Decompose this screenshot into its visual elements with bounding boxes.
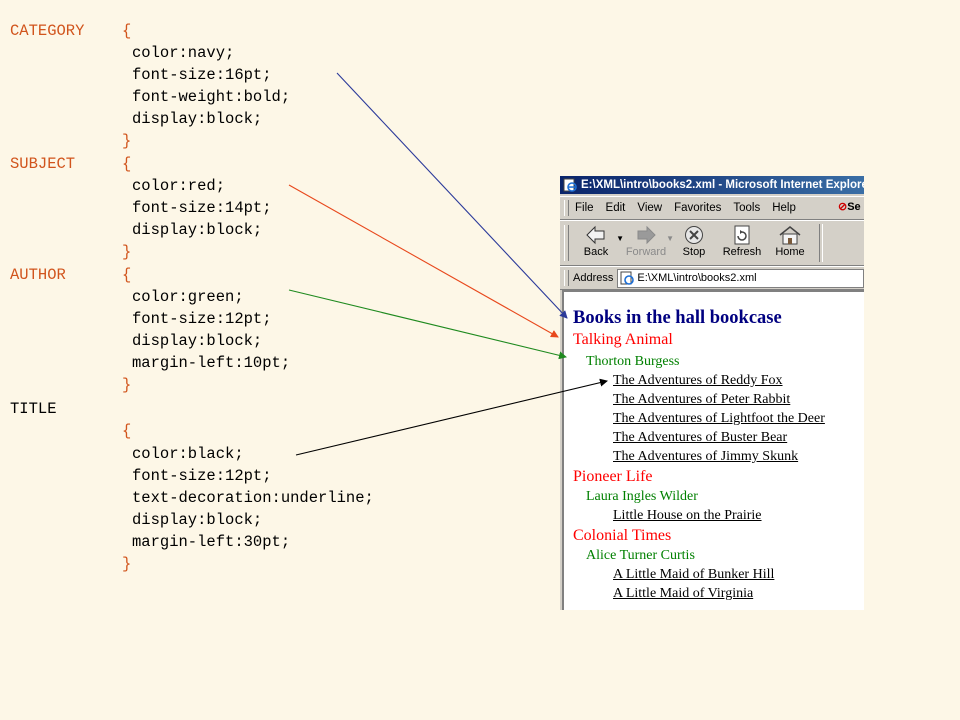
author-name: Thorton Burgess [586,354,680,369]
css-line: CATEGORY [10,20,84,42]
book-title: A Little Maid of Bunker Hill [613,567,775,582]
toolbar-grip[interactable] [564,225,569,261]
book-title: The Adventures of Jimmy Skunk [613,449,799,464]
home-icon [779,226,801,245]
declaration: color:black; [132,445,244,463]
menu-favorites[interactable]: Favorites [674,202,722,214]
selector-author: AUTHOR [10,266,66,284]
selector-title: TITLE [10,400,57,418]
brace: } [122,555,132,573]
declaration: color:red; [132,177,226,195]
back-button[interactable]: Back ▼ [575,221,624,258]
menu-grip[interactable] [564,200,569,216]
css-line: TITLE [10,398,57,420]
ie-page-icon [563,178,577,192]
declaration: font-size:14pt; [132,199,272,217]
search-button[interactable]: ⊘Se [838,200,864,216]
menu-edit[interactable]: Edit [605,202,626,214]
stop-icon [685,226,703,244]
css-line: SUBJECT [10,153,75,175]
forward-arrow-icon [637,225,656,245]
back-label: Back [583,246,609,258]
home-button[interactable]: Home [769,221,811,258]
refresh-icon [734,225,750,245]
address-bar: Address E:\XML\intro\books2.xml [560,266,864,290]
declaration: font-size:12pt; [132,467,272,485]
brace: { [122,266,132,284]
brace: { [122,422,132,440]
selector-category: CATEGORY [10,22,85,40]
address-label: Address [573,272,614,284]
page-icon [620,271,635,285]
brace: { [122,22,132,40]
menu-help[interactable]: Help [772,202,796,214]
book-title: The Adventures of Lightfoot the Deer [613,411,825,426]
toolbar-separator [819,224,823,262]
book-title: A Little Maid of Virginia [613,586,754,601]
subject-heading: Colonial Times [573,527,672,544]
forward-dropdown-icon[interactable]: ▼ [666,234,674,243]
author-name: Laura Ingles Wilder [586,489,698,504]
brace: { [122,155,132,173]
stop-button[interactable]: Stop [673,221,715,258]
document-viewport[interactable]: Books in the hall bookcase Talking Anima… [562,290,864,610]
brace: } [122,132,132,150]
back-dropdown-icon[interactable]: ▼ [616,234,624,243]
book-title: The Adventures of Buster Bear [613,430,788,445]
css-line: AUTHOR [10,264,66,286]
window-titlebar[interactable]: E:\XML\intro\books2.xml - Microsoft Inte… [560,176,864,194]
declaration: margin-left:10pt; [132,354,291,372]
book-title: The Adventures of Reddy Fox [613,373,783,388]
declaration: display:block; [132,511,263,529]
declaration: text-decoration:underline; [132,489,374,507]
address-input[interactable]: E:\XML\intro\books2.xml [617,268,864,288]
declaration: color:navy; [132,44,235,62]
search-label: Se [847,201,861,213]
window-title: E:\XML\intro\books2.xml - Microsoft Inte… [581,179,864,191]
category-heading: Books in the hall bookcase [573,308,782,328]
declaration: font-weight:bold; [132,88,291,106]
refresh-button[interactable]: Refresh [721,221,763,258]
menu-tools[interactable]: Tools [733,202,761,214]
selector-subject: SUBJECT [10,155,76,173]
address-value: E:\XML\intro\books2.xml [637,272,757,284]
back-arrow-icon [586,225,605,245]
address-grip[interactable] [564,270,569,286]
declaration: margin-left:30pt; [132,533,291,551]
arrow-author [288,289,567,360]
book-title: The Adventures of Peter Rabbit [613,392,791,407]
declaration: display:block; [132,110,263,128]
forward-label: Forward [625,246,667,258]
standard-toolbar: Back ▼ Forward ▼ Stop Refresh [560,220,864,266]
declaration: font-size:16pt; [132,66,272,84]
subject-heading: Pioneer Life [573,468,653,485]
declaration: color:green; [132,288,244,306]
browser-window: E:\XML\intro\books2.xml - Microsoft Inte… [560,176,864,610]
declaration: display:block; [132,221,263,239]
arrow-subject [288,184,559,338]
home-label: Home [775,246,805,258]
declaration: font-size:12pt; [132,310,272,328]
brace: } [122,243,132,261]
menu-bar: File Edit View Favorites Tools Help ⊘Se [560,196,864,220]
arrow-category [336,72,568,319]
subject-heading: Talking Animal [573,331,673,348]
search-icon: ⊘ [838,201,848,213]
brace: } [122,376,132,394]
book-title: Little House on the Prairie [613,508,762,523]
refresh-label: Refresh [722,246,762,258]
author-name: Alice Turner Curtis [586,548,695,563]
stop-label: Stop [682,246,706,258]
menu-file[interactable]: File [575,202,594,214]
declaration: display:block; [132,332,263,350]
forward-button[interactable]: Forward ▼ [625,221,674,258]
menu-view[interactable]: View [637,202,663,214]
